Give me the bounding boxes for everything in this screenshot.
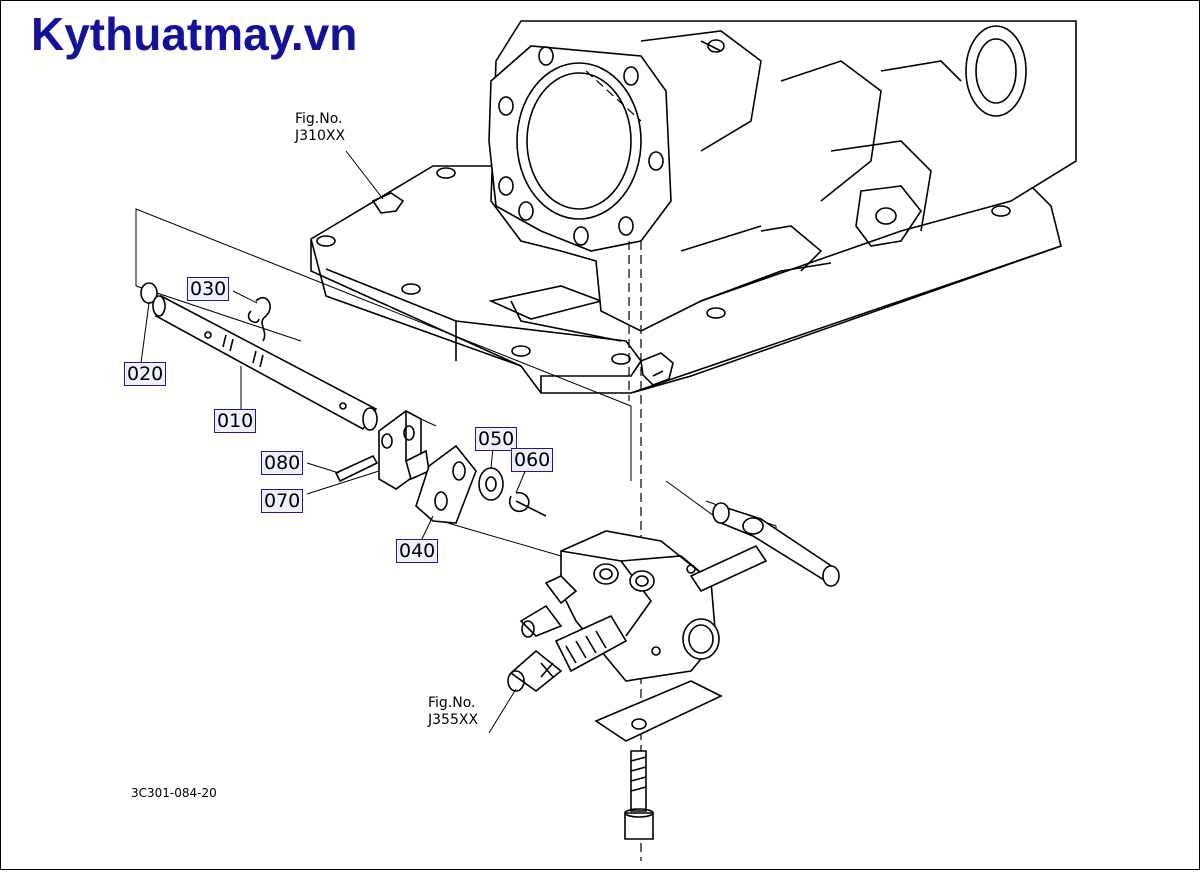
fig-ref-upper[interactable]: Fig.No. J310XX xyxy=(295,111,345,145)
control-valve xyxy=(507,502,840,840)
washer-050 xyxy=(478,467,504,501)
shaft-010 xyxy=(152,294,378,431)
assembly-boundary xyxy=(135,208,632,481)
callout-030[interactable]: 030 xyxy=(187,277,230,301)
transmission-housing xyxy=(310,20,1077,394)
circlip-060 xyxy=(508,491,547,517)
brand-logo-text: Kythuatmay.vn xyxy=(31,8,358,60)
snap-pin-030 xyxy=(247,296,271,342)
callout-060[interactable]: 060 xyxy=(511,448,554,472)
callout-040[interactable]: 040 xyxy=(396,539,439,563)
fig-ref-upper-label: Fig.No. xyxy=(295,111,343,127)
fig-ref-upper-number: J310XX xyxy=(295,128,346,144)
lever-block-070 xyxy=(378,410,430,490)
callout-050[interactable]: 050 xyxy=(475,427,518,451)
fig-ref-lower[interactable]: Fig.No. J355XX xyxy=(428,695,478,729)
plate-040 xyxy=(415,444,477,524)
fig-ref-lower-number: J355XX xyxy=(428,712,479,728)
callout-010[interactable]: 010 xyxy=(214,409,257,433)
callout-020[interactable]: 020 xyxy=(124,362,167,386)
fig-ref-lower-label: Fig.No. xyxy=(428,695,476,711)
pin-080 xyxy=(334,454,379,483)
callout-070[interactable]: 070 xyxy=(261,489,304,513)
drawing-number: 3C301-084-20 xyxy=(131,786,217,800)
callout-080[interactable]: 080 xyxy=(261,451,304,475)
